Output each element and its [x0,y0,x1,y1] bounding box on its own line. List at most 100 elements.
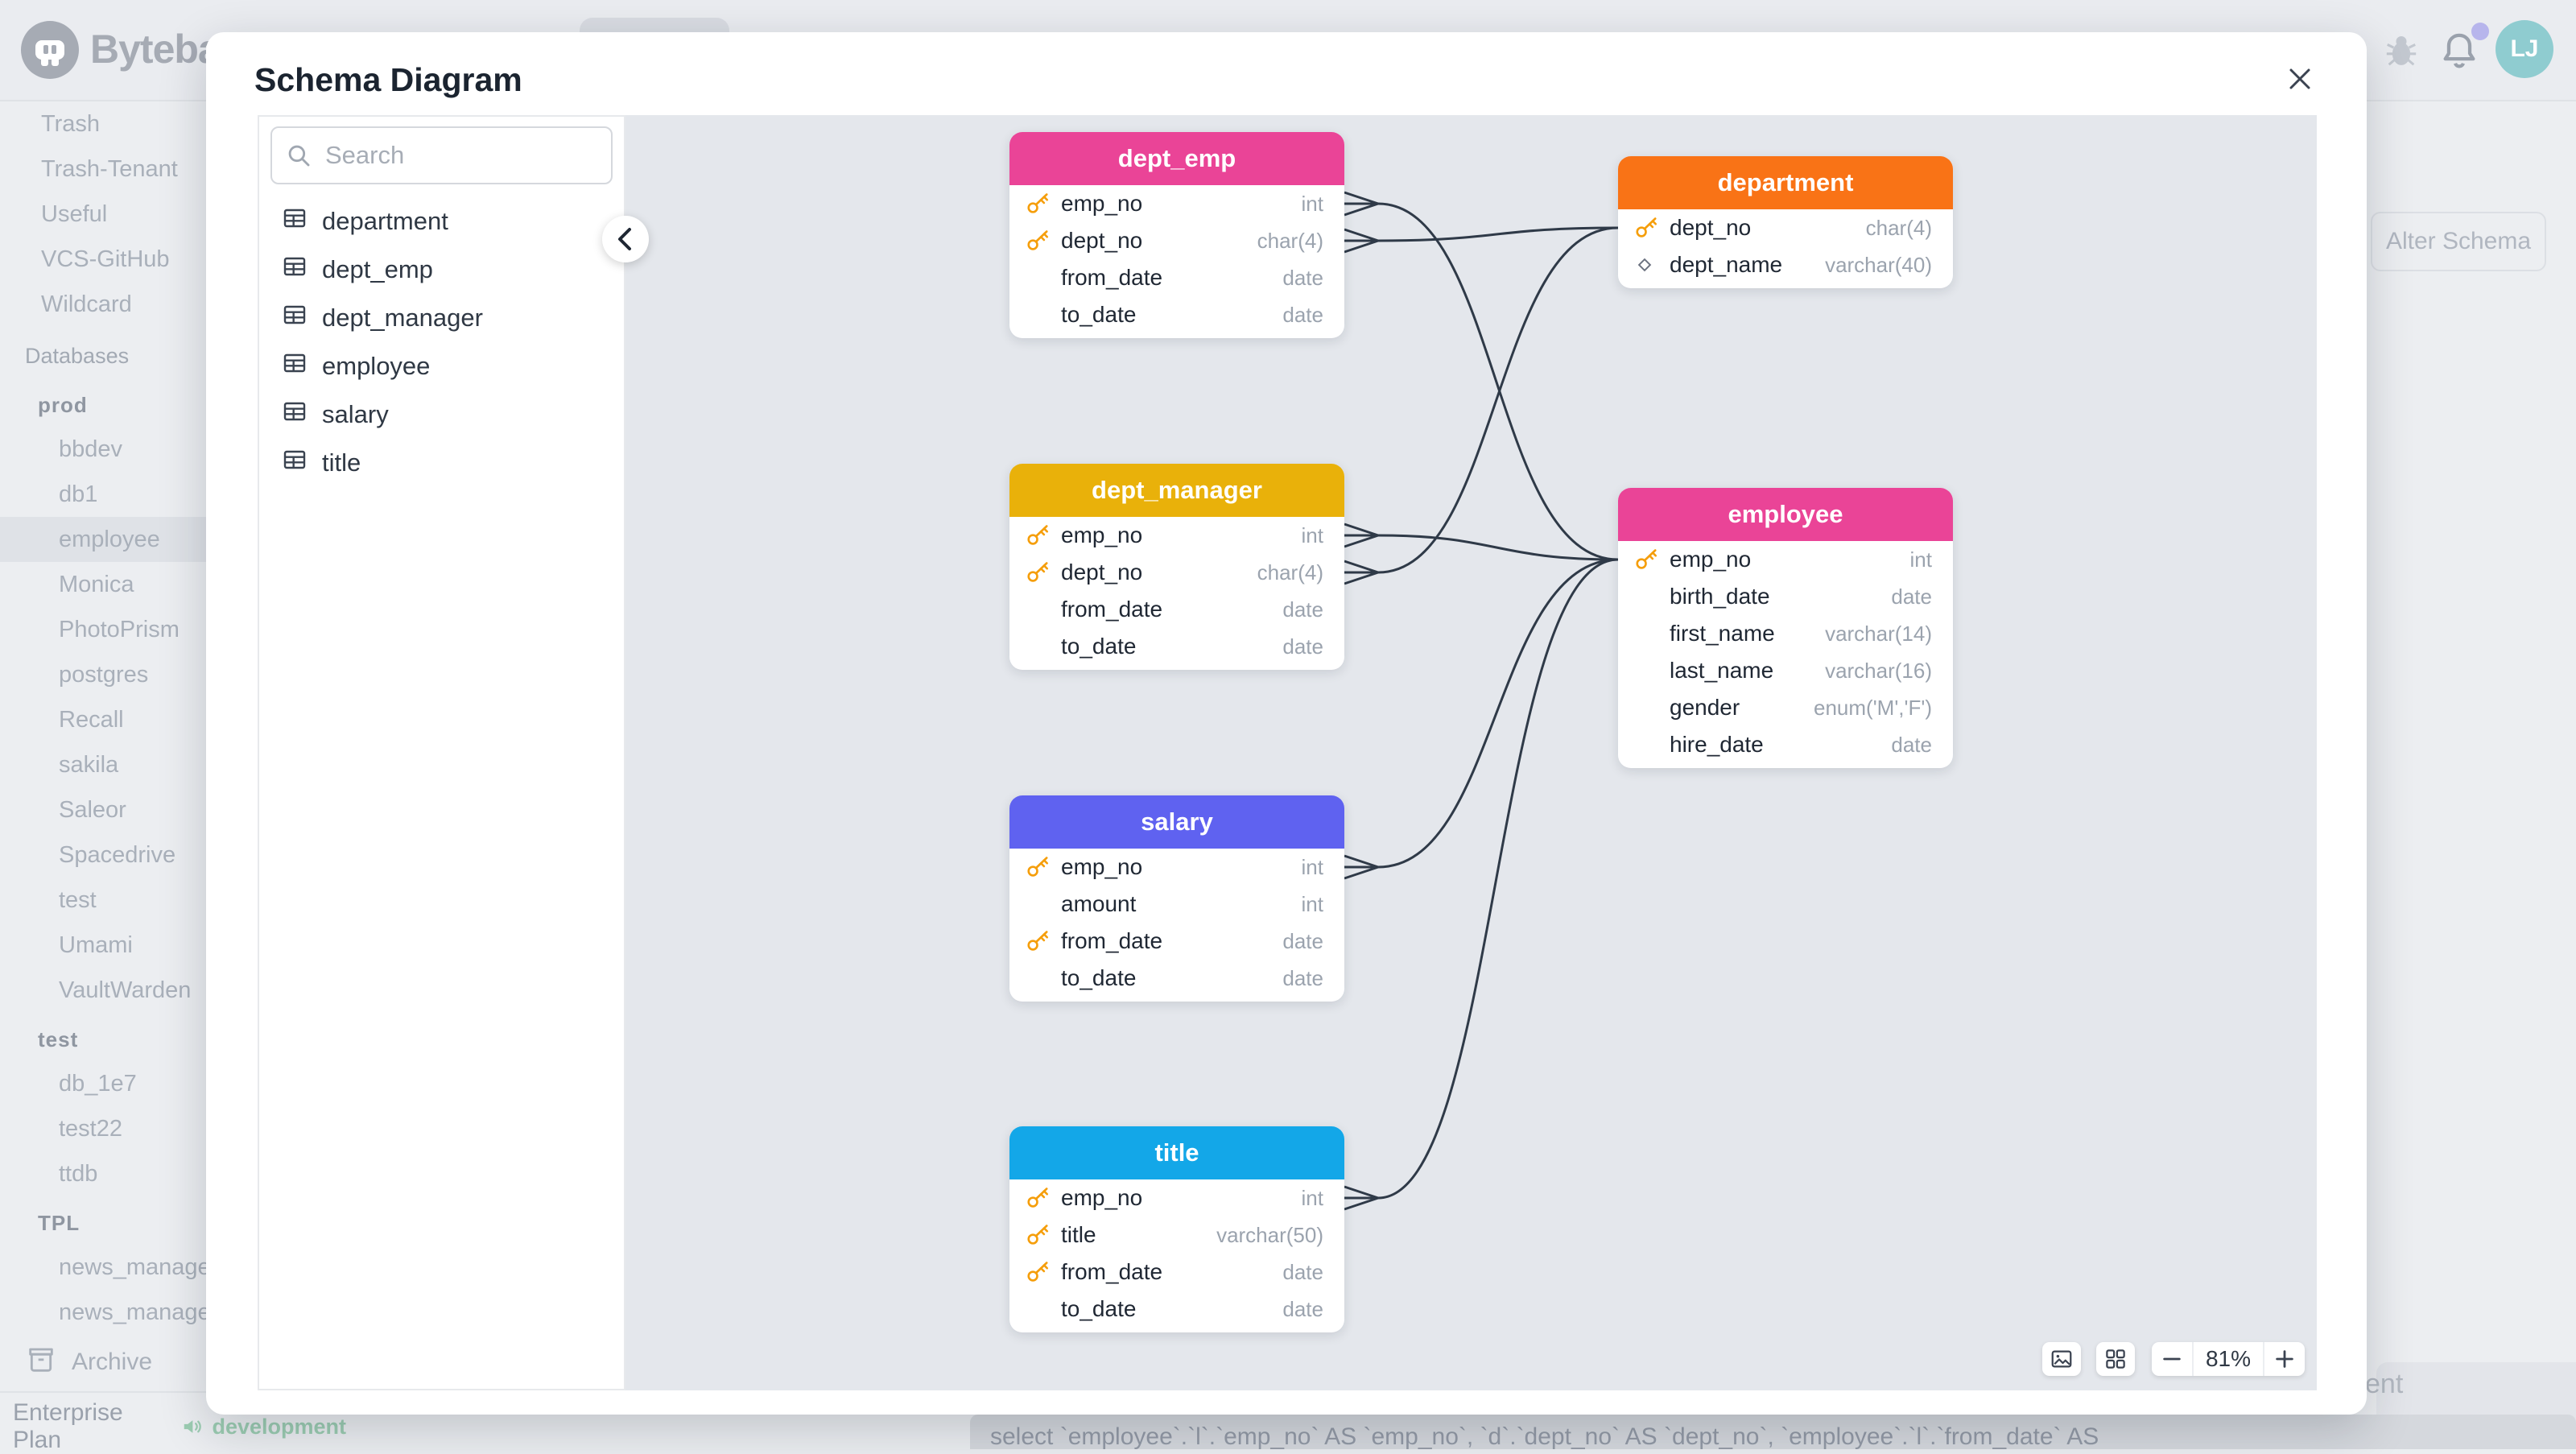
sidebar-item-news-manage[interactable]: news_manage [59,1254,211,1280]
bug-report-icon[interactable] [2383,32,2420,73]
edge-dept_emp.dept_no-to-department.dept_no [1344,228,1379,254]
sidebar-item-tpl[interactable]: TPL [38,1211,80,1235]
table-list-item-department[interactable]: department [270,197,616,246]
field-type: date [1282,1259,1323,1284]
search-icon [288,145,310,167]
schema-diagram-modal: Schema Diagram departmentdept_empdept_ma… [206,32,2367,1415]
sidebar-item-saleor[interactable]: Saleor [59,797,126,823]
field-name: title [1061,1222,1096,1247]
sidebar-item-vcs-github[interactable]: VCS-GitHub [41,246,170,272]
table-list-item-title[interactable]: title [270,439,616,487]
key-icon [1634,216,1670,240]
sidebar-item-recall[interactable]: Recall [59,707,124,733]
chevron-left-icon [618,228,631,250]
sidebar-item-useful[interactable]: Useful [41,201,108,227]
key-icon [1026,229,1061,253]
sidebar-item-monica[interactable]: Monica [59,572,134,597]
table-list-item-employee[interactable]: employee [270,342,616,390]
sidebar-item-trash[interactable]: Trash [41,111,101,137]
sidebar-item-spacedrive[interactable]: Spacedrive [59,842,176,868]
field-type: enum('M','F') [1814,695,1932,720]
field-type: char(4) [1257,228,1323,253]
minus-icon [2163,1357,2181,1361]
sidebar-item-test22[interactable]: test22 [59,1116,122,1142]
table-list-item-dept-manager[interactable]: dept_manager [270,294,616,342]
zoom-in-button[interactable] [2264,1342,2305,1376]
sidebar-item-umami[interactable]: Umami [59,932,133,958]
table-list-label: department [322,207,448,235]
sidebar-item-test[interactable]: test [38,1027,79,1051]
sidebar-item-trash-tenant[interactable]: Trash-Tenant [41,156,178,182]
notification-badge [2471,23,2489,40]
field-name: emp_no [1061,1185,1143,1210]
edge-dept_emp.emp_no-to-employee.emp_no [1377,202,1619,561]
sidebar-item-news-manage[interactable]: news_manage [59,1299,211,1325]
plus-icon [2276,1350,2293,1368]
table-icon [282,205,308,238]
sidebar-item-wildcard[interactable]: Wildcard [41,291,132,317]
edge-title.emp_no-to-employee.emp_no [1377,558,1619,1200]
sidebar-item-sakila[interactable]: sakila [59,752,119,778]
sidebar-item-db1[interactable]: db1 [59,481,98,507]
field-name: from_date [1061,265,1163,290]
zoom-out-button[interactable] [2152,1342,2192,1376]
export-image-button[interactable] [2042,1342,2081,1376]
sidebar-item-archive[interactable]: Archive [25,1340,152,1385]
node-header: dept_manager [1009,464,1344,517]
collapse-panel-button[interactable] [602,216,649,262]
field-name: to_date [1061,634,1137,659]
field-type: date [1282,634,1323,659]
notifications-bell-icon[interactable] [2438,29,2481,76]
sidebar-item-bbdev[interactable]: bbdev [59,436,123,462]
field-type: int [1301,523,1323,547]
key-icon [1026,855,1061,879]
search-input[interactable] [324,140,598,171]
sidebar-item-vaultwarden[interactable]: VaultWarden [59,977,192,1003]
sidebar-item-db-1e7[interactable]: db_1e7 [59,1071,137,1097]
field-type: date [1282,597,1323,622]
field-type: varchar(14) [1825,621,1932,646]
speaker-icon [184,1420,202,1433]
table-list-item-dept-emp[interactable]: dept_emp [270,246,616,294]
field-name: emp_no [1061,191,1143,216]
plan-label: Enterprise Plan [13,1399,123,1453]
table-icon [282,302,308,334]
auto-layout-button[interactable] [2096,1342,2135,1376]
table-list-item-salary[interactable]: salary [270,390,616,439]
field-name: last_name [1670,658,1774,683]
sidebar-item-prod[interactable]: prod [38,393,88,417]
field-type: date [1282,928,1323,953]
sidebar-item-postgres[interactable]: postgres [59,662,149,688]
edge-dept_manager.emp_no-to-employee.emp_no [1344,523,1379,548]
environment-badge: development [181,1415,346,1440]
close-modal-button[interactable] [2281,60,2319,98]
sidebar-item-test[interactable]: test [59,887,97,913]
edge-dept_emp.dept_no-to-department.dept_no [1377,226,1619,242]
field-name: hire_date [1670,732,1764,757]
field-name: to_date [1061,965,1137,990]
sidebar-item-photoprism[interactable]: PhotoPrism [59,617,180,642]
sidebar-item-ttdb[interactable]: ttdb [59,1161,98,1187]
avatar[interactable]: LJ [2496,20,2553,78]
archive-label: Archive [72,1349,153,1375]
grid-layout-icon [2106,1349,2125,1369]
alter-schema-button[interactable]: Alter Schema [2371,212,2546,271]
table-icon [282,350,308,382]
